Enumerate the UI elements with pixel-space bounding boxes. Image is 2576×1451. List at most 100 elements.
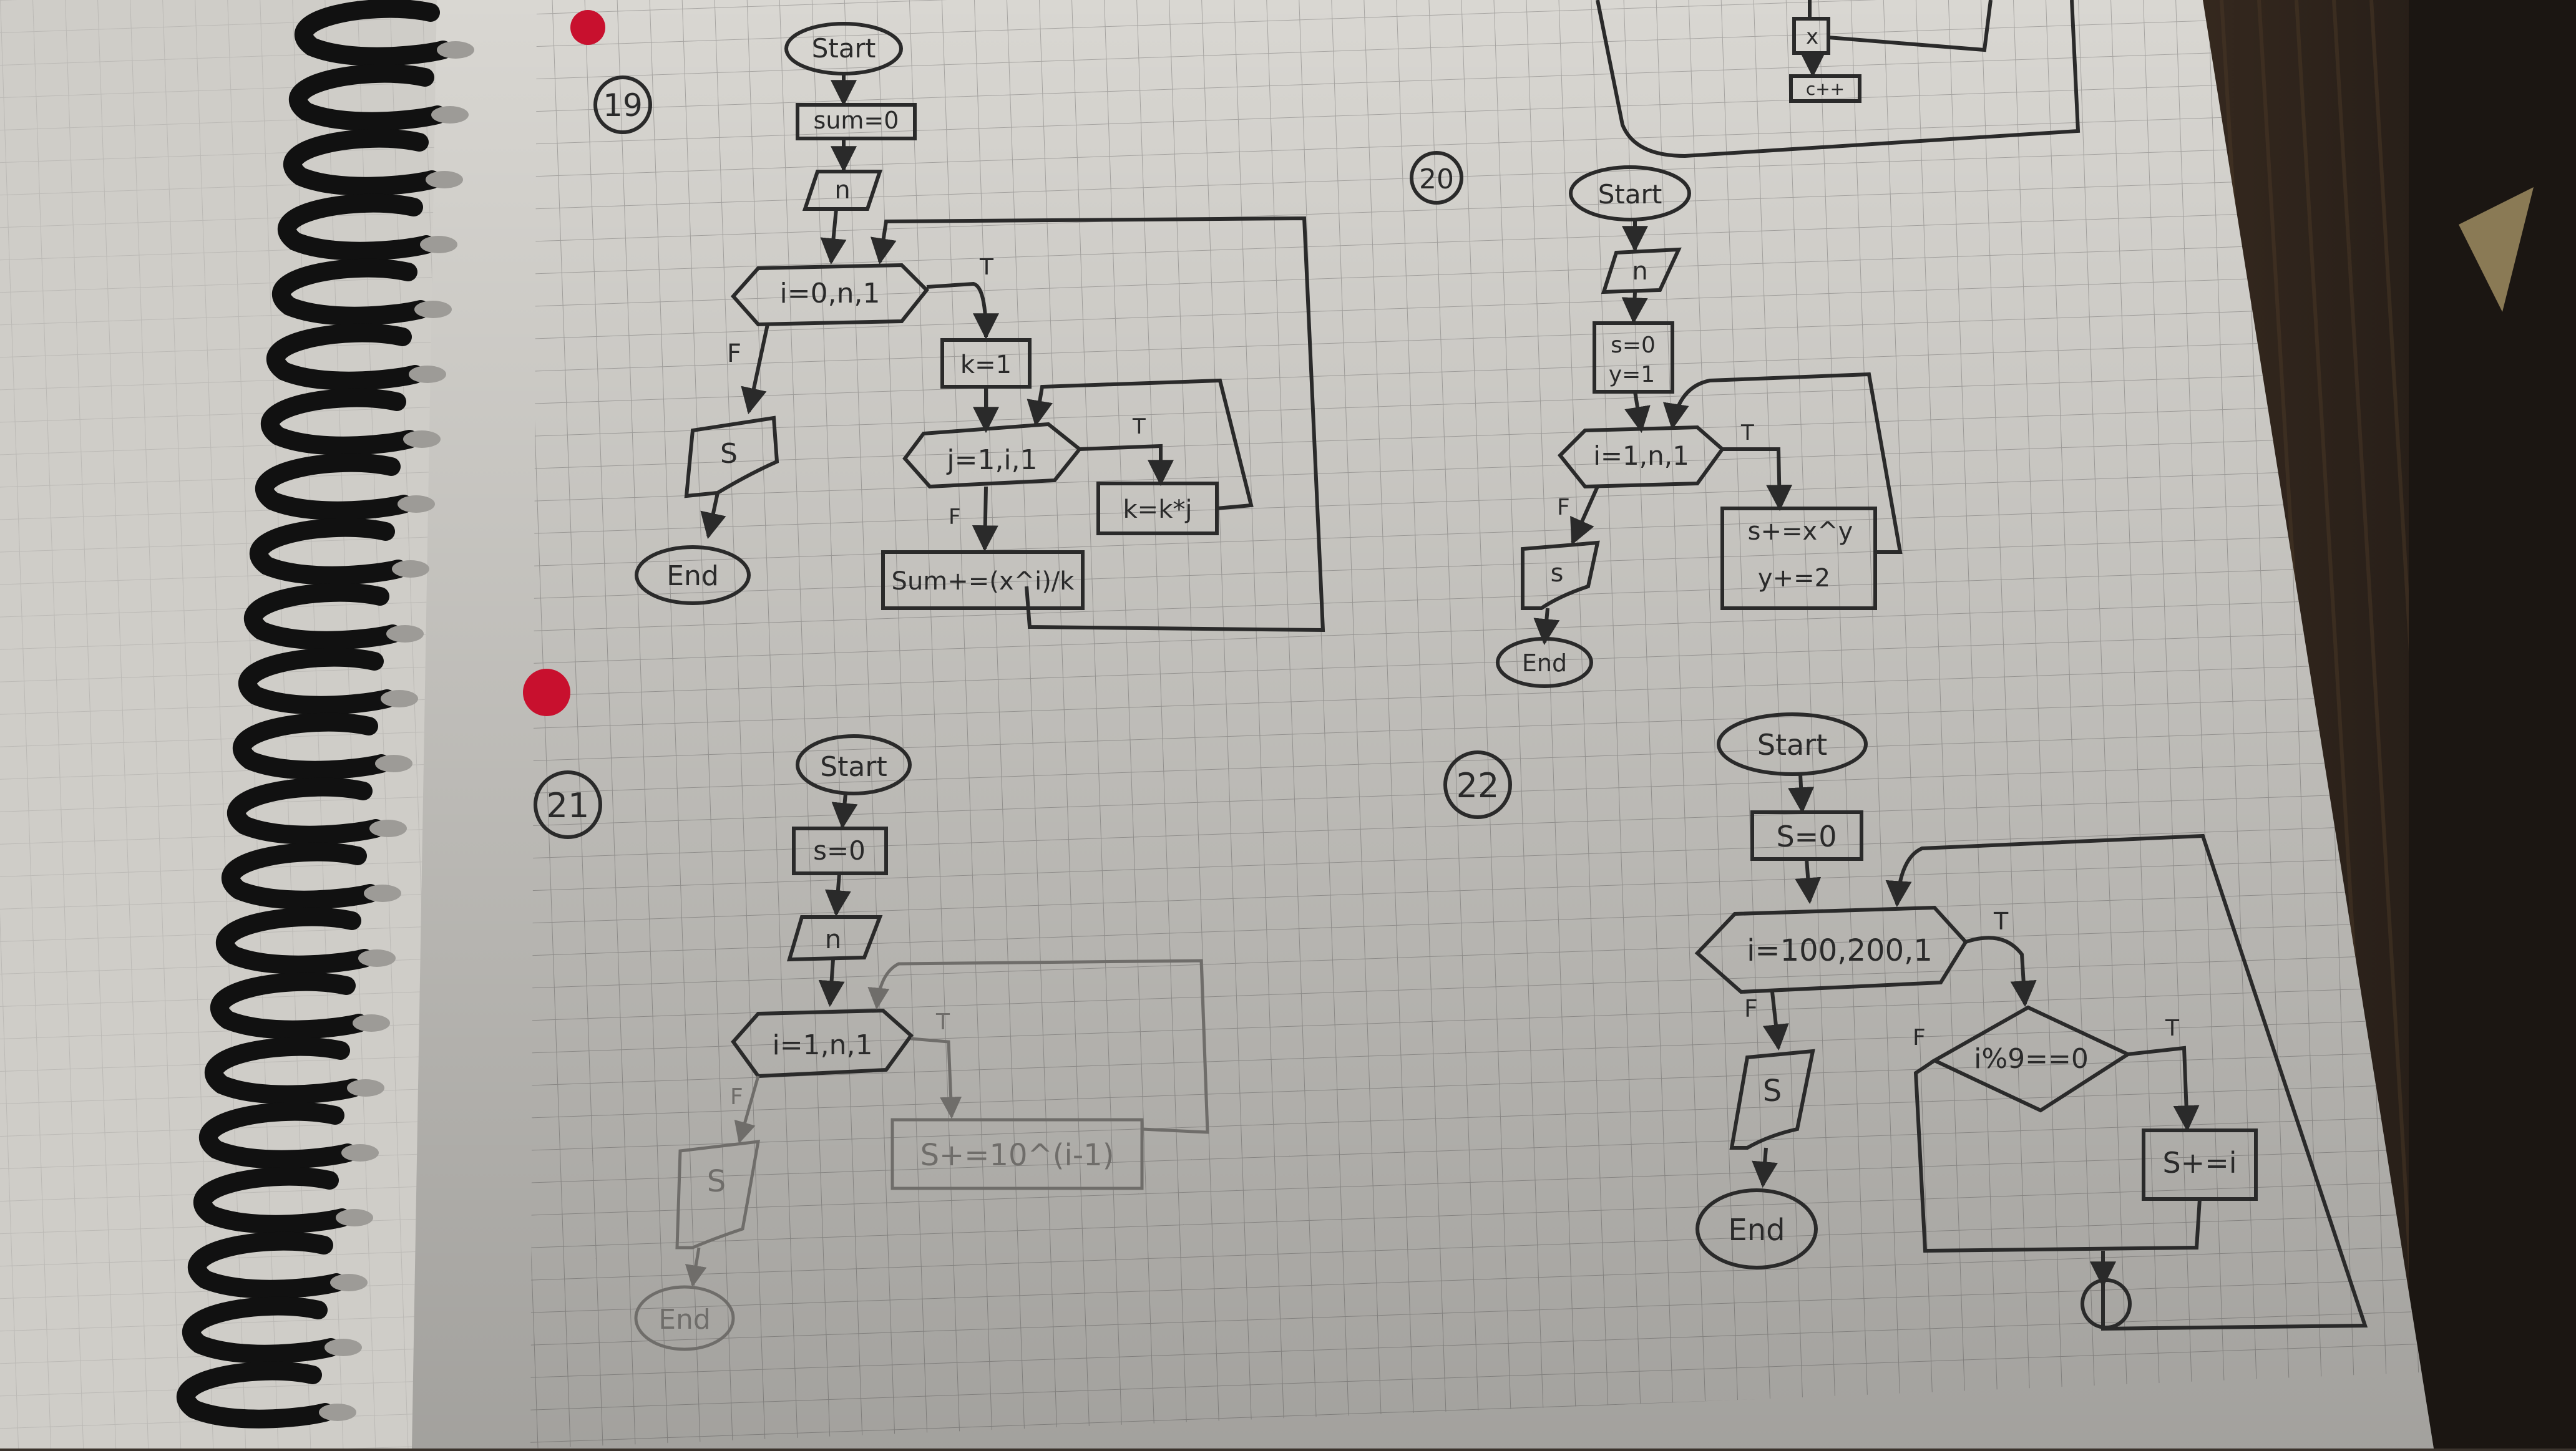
binding-hole (403, 430, 441, 448)
loop-i-label-19: i=0,n,1 (780, 278, 881, 309)
binding-hole (324, 1339, 362, 1356)
spiral-coil (216, 907, 374, 974)
spiral-coil (250, 518, 407, 585)
start-label-22: Start (1757, 728, 1827, 762)
loop-i-label-22: i=100,200,1 (1747, 933, 1933, 968)
binding-hole (375, 755, 412, 772)
false-label-22: F (1744, 995, 1758, 1022)
output-label-21: S (707, 1164, 726, 1199)
binding-hole (409, 366, 446, 383)
init-label-19: sum=0 (814, 107, 899, 134)
update-s-label-20: s+=x^y (1748, 517, 1853, 546)
binding-hole (336, 1209, 373, 1226)
inner-true-label-19: T (1132, 414, 1146, 439)
flowchart-number-22: 22 (1456, 766, 1500, 805)
init-label-21: s=0 (813, 835, 866, 866)
update-sum-label-19: Sum+=(x^i)/k (892, 567, 1075, 596)
input-label-19: n (834, 176, 850, 205)
start-terminal-21 (796, 734, 912, 795)
end-label-19: End (666, 560, 719, 592)
number-circle-21 (534, 770, 602, 839)
true-label-22: T (1993, 908, 2009, 935)
spiral-coil (283, 129, 441, 196)
output-box-22 (1729, 1049, 1815, 1150)
init-s-label-20: s=0 (1611, 332, 1656, 358)
spiral-coil (222, 842, 379, 910)
end-label-21: End (658, 1304, 711, 1336)
output-box-21 (675, 1140, 761, 1250)
loop-j-label-19: j=1,i,1 (946, 444, 1037, 476)
update-k-label-19: k=k*j (1123, 495, 1193, 524)
binding-hole (347, 1079, 384, 1097)
update-s-label-21: S+=10^(i-1) (920, 1138, 1115, 1173)
binding-hole (341, 1144, 379, 1162)
update-sum-box-19 (881, 550, 1085, 610)
top-fragment (1596, 0, 2081, 158)
spiral-coil (188, 1231, 346, 1299)
loop-i-label-20: i=1,n,1 (1593, 440, 1689, 471)
flowchart-number-21: 21 (547, 786, 590, 825)
output-box-20 (1521, 540, 1600, 610)
false-label-19: F (727, 339, 741, 368)
spiral-coil (295, 0, 452, 66)
update-box-20 (1720, 507, 1877, 610)
binding-hole (414, 301, 452, 318)
start-terminal-22 (1717, 712, 1868, 776)
binding-hole (426, 171, 463, 188)
pen-tip (2459, 187, 2534, 312)
flowchart-19: 19 (593, 22, 1325, 633)
binding-hole (369, 820, 407, 837)
spiral-coil (255, 453, 413, 520)
spiral-binding (177, 0, 474, 1429)
spiral-coil (244, 583, 402, 650)
output-box-19 (684, 415, 779, 498)
binding-hole (420, 236, 457, 253)
input-label-21: n (825, 924, 842, 954)
spiral-coil (182, 1296, 340, 1364)
binding-hole (330, 1274, 368, 1291)
true-label-19: T (979, 255, 994, 280)
inner-false-label-19: F (949, 505, 961, 530)
loop-i-label-21: i=1,n,1 (773, 1029, 873, 1061)
start-label-19: Start (812, 33, 876, 64)
spiral-coil (261, 388, 419, 455)
flowchart-22: 22 Start S=0 i=100,200, (1443, 712, 2368, 1331)
spiral-coil (193, 1167, 351, 1234)
output-label-20: s (1551, 559, 1564, 588)
connector-circle-22 (2081, 1278, 2132, 1329)
binding-hole (398, 495, 435, 513)
binding-hole (392, 560, 429, 578)
true-label-21: T (935, 1009, 950, 1035)
init-label-22: S=0 (1776, 820, 1837, 853)
false-label-21: F (730, 1084, 743, 1110)
init-box-21 (792, 827, 888, 875)
spiral-coil (210, 972, 368, 1039)
output-label-19: S (720, 438, 738, 470)
flowchart-20: 20 Start n s=0 y=1 i=1,n,1 T F s+=x^y (1410, 151, 1903, 688)
spiral-coil (199, 1102, 357, 1169)
binding-hole (386, 625, 424, 643)
punch-hole-top (570, 10, 605, 45)
binding-hole (431, 106, 469, 124)
condition-label-22: i%9==0 (1974, 1043, 2089, 1075)
init-box-20 (1593, 321, 1674, 394)
flowchart-21: 21 Start s=0 n i=1,n,1 T F S+=10^(i-1) S… (534, 734, 1209, 1351)
end-terminal-21 (634, 1285, 735, 1351)
spiral-coil (205, 1037, 363, 1104)
top-fragment-x: x (1806, 24, 1818, 49)
spiral-coil (238, 648, 396, 715)
binding-hole (437, 41, 474, 59)
end-terminal-19 (635, 545, 751, 605)
true-label-20: T (1740, 420, 1754, 445)
binding-hole (319, 1404, 356, 1421)
binding-hole (381, 690, 418, 707)
end-label-20: End (1522, 649, 1567, 677)
update-box-21 (890, 1118, 1144, 1190)
update-y-label-20: y+=2 (1758, 564, 1830, 593)
number-circle-22 (1443, 750, 1512, 819)
spiral-coil (177, 1361, 334, 1429)
end-terminal-20 (1496, 637, 1593, 688)
output-label-22: S (1763, 1074, 1782, 1109)
